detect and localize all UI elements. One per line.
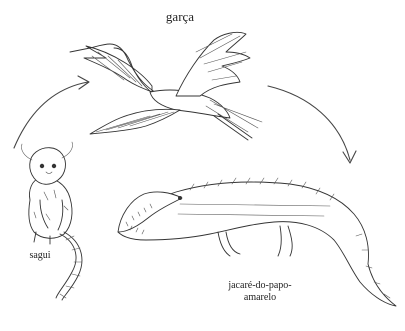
arrow-sagui-to-garca	[14, 76, 89, 148]
sagui-label: sagui	[20, 250, 60, 262]
marmoset-illustration	[21, 142, 82, 300]
arrow-garca-to-jacare	[268, 86, 356, 163]
heron-illustration	[70, 32, 262, 140]
jacare-label-line2: amarelo	[244, 292, 276, 303]
jacare-label-line1: jacaré-do-papo-	[228, 280, 291, 291]
garca-label: garça	[150, 10, 210, 25]
jacare-label: jacaré-do-papo- amarelo	[210, 280, 310, 303]
